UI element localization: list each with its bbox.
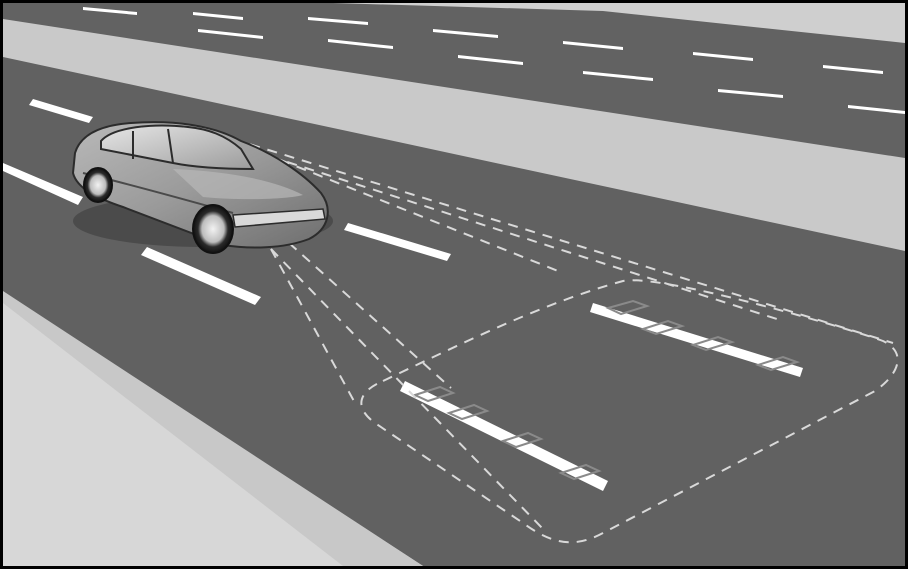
road-scene — [3, 3, 905, 566]
